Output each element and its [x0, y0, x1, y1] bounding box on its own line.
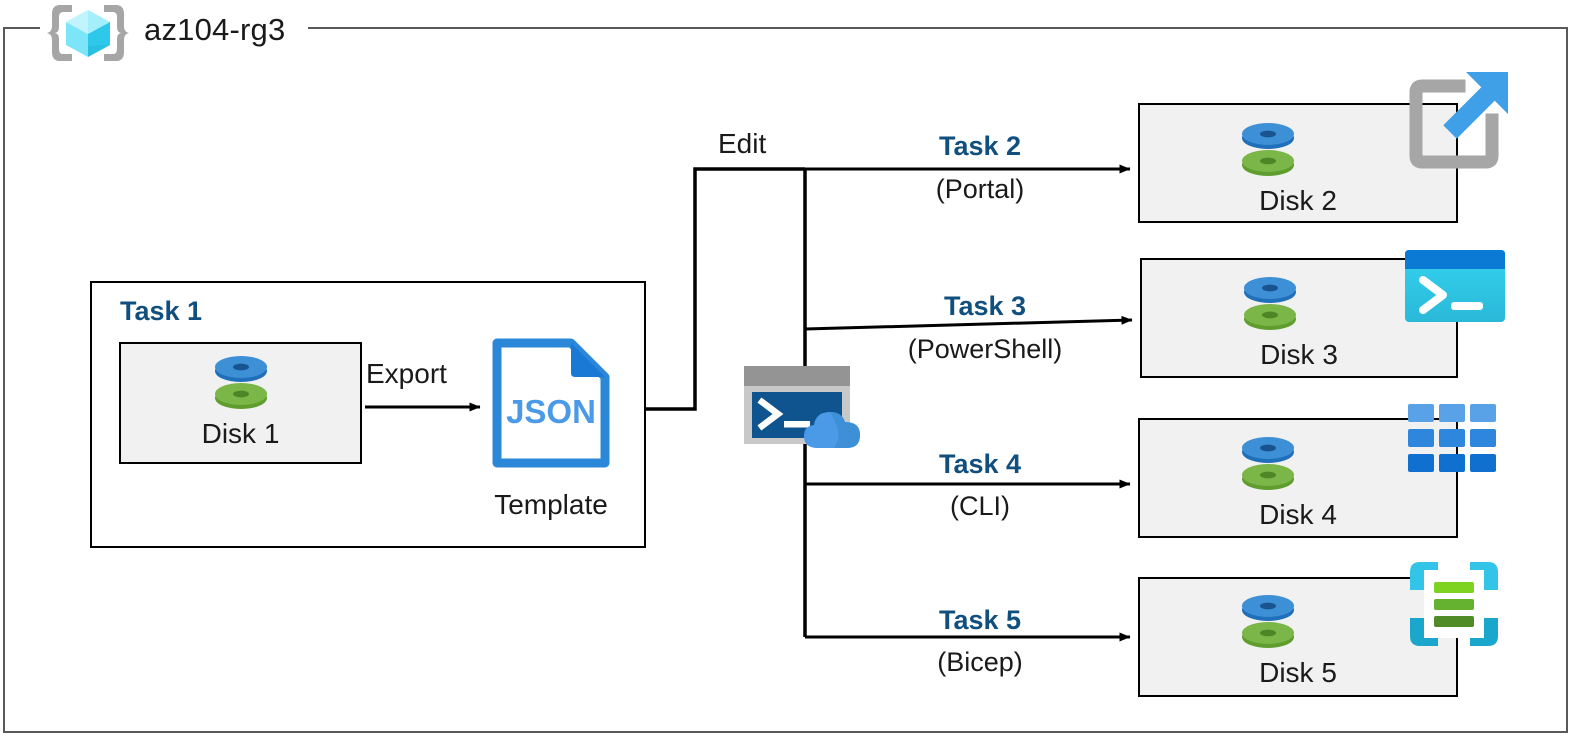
disk5-label: Disk 5: [1259, 657, 1337, 688]
portal-open-in-new-window-icon: [1404, 60, 1516, 170]
task3-edge-label: Task 3: [855, 292, 1115, 321]
disk1-label: Disk 1: [201, 418, 280, 449]
resource-group-name: az104-rg3: [144, 12, 286, 47]
task2-title: Task 2: [938, 131, 1022, 161]
task2-method: (Portal): [935, 174, 1025, 204]
task4-title: Task 4: [938, 449, 1022, 479]
task2-method-label: (Portal): [855, 175, 1105, 204]
task5-title: Task 5: [938, 605, 1022, 635]
task3-title: Task 3: [943, 291, 1027, 321]
disk5-box: [1138, 577, 1458, 697]
task2-edge-label: Task 2: [855, 132, 1105, 161]
task3-method-label: (PowerShell): [855, 335, 1115, 364]
bicep-file-icon: [1408, 558, 1500, 650]
disk2-label: Disk 2: [1259, 185, 1337, 216]
export-edge-label: Export: [366, 358, 447, 389]
task3-method: (PowerShell): [907, 334, 1063, 364]
disk3-label: Disk 3: [1260, 339, 1338, 370]
task4-method-label: (CLI): [855, 492, 1105, 521]
task1-label: Task 1: [120, 296, 203, 326]
disk4-box: [1138, 418, 1458, 538]
svg-text:JSON: JSON: [506, 393, 596, 430]
disk-icon: [1241, 272, 1299, 334]
azure-resource-group-icon: [46, 2, 130, 64]
task4-edge-label: Task 4: [855, 450, 1105, 479]
json-file-icon: JSON: [489, 335, 613, 471]
disk2-box: [1138, 103, 1458, 223]
resource-group-container: [3, 27, 1568, 733]
azure-cloud-shell-icon: [744, 366, 866, 452]
edit-edge-label: Edit: [718, 128, 767, 159]
task4-method: (CLI): [950, 491, 1010, 521]
task5-method-label: (Bicep): [855, 648, 1105, 677]
disk4-label: Disk 4: [1259, 499, 1337, 530]
task5-edge-label: Task 5: [855, 606, 1105, 635]
task5-method: (Bicep): [937, 647, 1023, 677]
disk-icon: [212, 351, 270, 413]
cli-grid-icon: [1408, 404, 1496, 472]
disk-icon: [1239, 432, 1297, 494]
powershell-terminal-icon: [1405, 250, 1505, 322]
disk-icon: [1239, 118, 1297, 180]
template-label: Template: [494, 489, 608, 520]
disk-icon: [1239, 590, 1297, 652]
